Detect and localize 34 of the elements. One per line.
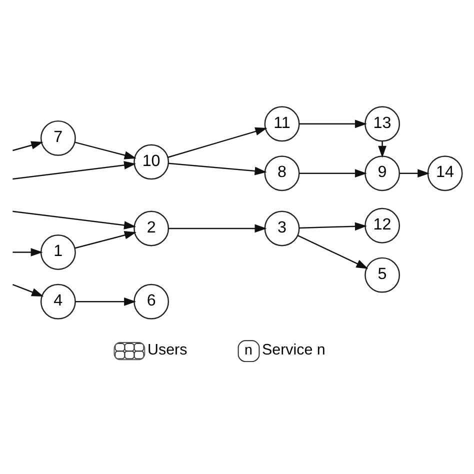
arrow — [299, 168, 367, 178]
arrow — [74, 230, 136, 248]
node-circle: 11 — [264, 106, 300, 142]
legend-label: Users — [148, 341, 188, 358]
legend-label: Service n — [262, 341, 326, 358]
arrow — [168, 224, 267, 232]
arrow — [12, 284, 44, 296]
arrow — [12, 248, 43, 256]
node-circle: 7 — [40, 120, 76, 156]
arrow — [299, 222, 367, 230]
node-circle: 12 — [364, 207, 400, 243]
node-circle: 2 — [134, 210, 170, 246]
arrow — [12, 140, 44, 151]
node-circle: 3 — [264, 210, 300, 246]
arrow — [168, 126, 268, 158]
node-circle: 14 — [427, 155, 463, 191]
arrow — [168, 162, 267, 175]
arrow — [299, 119, 367, 128]
node-circle: 1 — [40, 234, 76, 270]
node-circle: 8 — [264, 155, 300, 191]
node-circle: 9 — [364, 155, 400, 191]
node-circle: 13 — [364, 106, 400, 142]
arrow — [75, 296, 136, 306]
node-circle: 4 — [40, 283, 76, 319]
arrow — [74, 141, 136, 159]
node-circle: 5 — [364, 256, 400, 292]
node-circle: 6 — [134, 283, 170, 319]
arrow — [12, 210, 136, 229]
arrow — [298, 234, 368, 268]
label: n — [244, 342, 252, 358]
node-circle: 10 — [134, 144, 170, 180]
arrow — [378, 140, 386, 158]
arrow — [12, 160, 136, 180]
arrow — [400, 168, 430, 178]
